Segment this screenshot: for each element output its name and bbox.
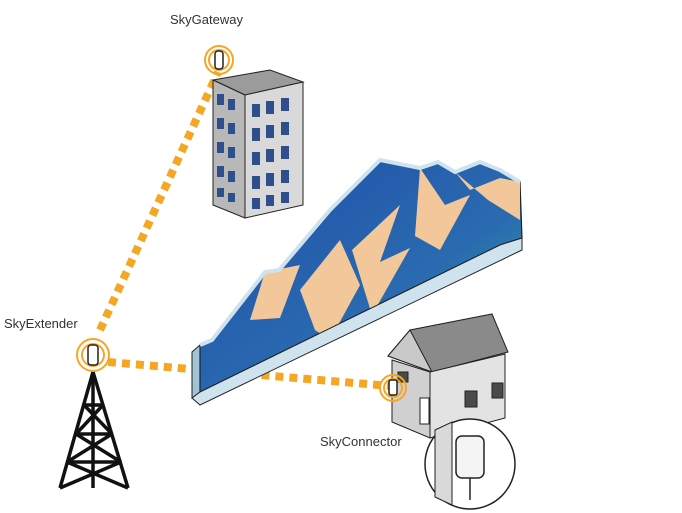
building-icon (213, 70, 303, 218)
extender-radio-antenna-icon (77, 339, 109, 371)
connector-radio-antenna-icon (380, 375, 406, 401)
house-icon (388, 314, 508, 438)
connector-label: SkyConnector (320, 434, 402, 449)
tower-icon (60, 372, 128, 488)
extender-label: SkyExtender (4, 316, 78, 331)
indoor-unit-icon (425, 419, 515, 509)
gateway-label: SkyGateway (170, 12, 243, 27)
gateway-radio-antenna-icon (205, 46, 233, 74)
link-extender-gateway (100, 72, 218, 330)
